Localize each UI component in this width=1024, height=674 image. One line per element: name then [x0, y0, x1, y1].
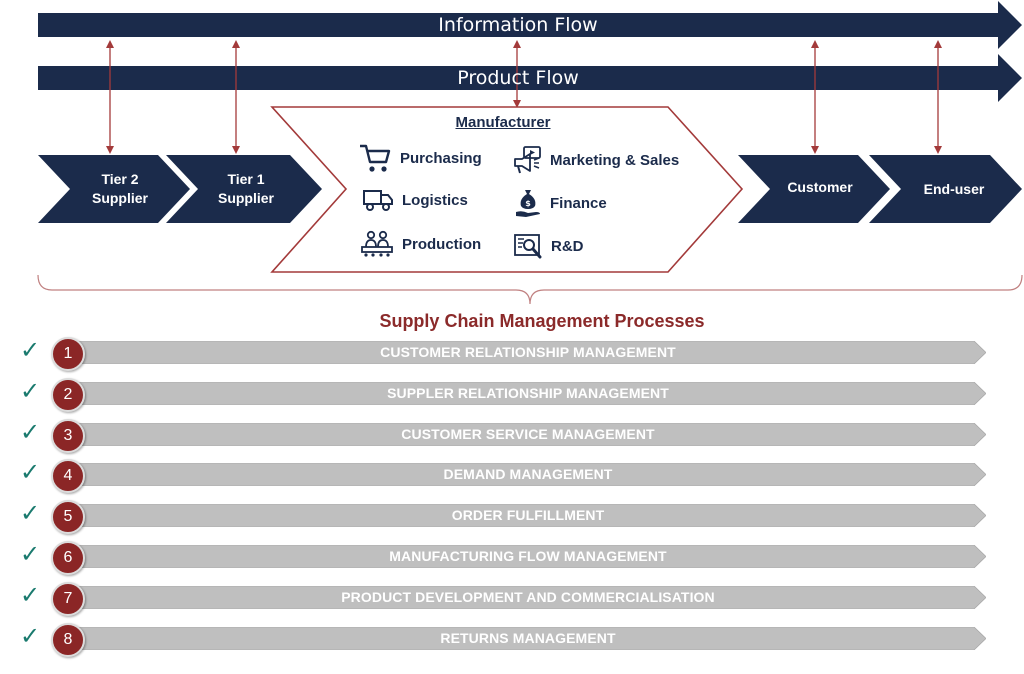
- end-user-chevron: [869, 155, 1022, 223]
- function-label: Purchasing: [400, 149, 482, 167]
- research-magnifier-icon: [514, 234, 542, 259]
- check-icon: ✓: [20, 500, 41, 528]
- check-icon: ✓: [20, 581, 41, 609]
- svg-text:$: $: [525, 199, 531, 208]
- process-bar: [70, 463, 986, 487]
- tier1-chevron: [166, 155, 322, 223]
- shopping-cart-icon: [360, 144, 391, 172]
- information-flow-arrow: [38, 1, 1022, 49]
- marketing-megaphone-icon: [514, 146, 541, 174]
- factory-workers-icon: [361, 230, 393, 257]
- process-row: ✓ DEMAND MANAGEMENT 4: [0, 458, 1024, 494]
- process-row: ✓ MANUFACTURING FLOW MANAGEMENT 6: [0, 540, 1024, 575]
- process-row: ✓ CUSTOMER RELATIONSHIP MANAGEMENT 1: [0, 336, 1024, 371]
- scm-processes-title: Supply Chain Management Processes: [379, 311, 705, 331]
- process-bar: [70, 341, 986, 364]
- tier2-supplier-label: Tier 2 Supplier: [91, 171, 148, 206]
- process-label: PRODUCT DEVELOPMENT AND COMMERCIALISATIO…: [341, 588, 715, 605]
- money-bag-hand-icon: $: [516, 190, 540, 217]
- function-label: R&D: [551, 237, 584, 255]
- manufacturer-title: Manufacturer: [455, 114, 551, 131]
- process-label: ORDER FULFILLMENT: [451, 507, 605, 524]
- delivery-truck-icon: [363, 190, 393, 211]
- function-rnd: R&D: [513, 232, 584, 260]
- process-label: SUPPLER RELATIONSHIP MANAGEMENT: [387, 384, 669, 401]
- function-logistics: Logistics: [362, 187, 468, 213]
- process-bar: [70, 545, 986, 568]
- check-icon: ✓: [20, 541, 41, 568]
- tier2-chevron: [38, 155, 190, 223]
- check-icon: ✓: [20, 337, 41, 364]
- process-bar: [70, 626, 986, 650]
- process-row: ✓ ORDER FULFILLMENT 5: [0, 499, 1024, 535]
- process-bar: [70, 504, 986, 528]
- check-icon: ✓: [20, 418, 41, 446]
- function-label: Logistics: [402, 191, 468, 209]
- product-flow-arrow: [38, 54, 1022, 102]
- process-label: CUSTOMER RELATIONSHIP MANAGEMENT: [380, 344, 676, 360]
- check-icon: ✓: [20, 377, 41, 405]
- function-finance: $ Finance: [514, 187, 607, 219]
- function-label: Finance: [550, 194, 607, 212]
- process-bar: [70, 422, 986, 446]
- process-number-badge: 2: [51, 377, 85, 412]
- tier1-supplier-label: Tier 1 Supplier: [217, 171, 274, 206]
- process-number-badge: 8: [51, 622, 85, 657]
- process-row: ✓ RETURNS MANAGEMENT 8: [0, 622, 1024, 657]
- information-flow-label: Information Flow: [438, 14, 598, 36]
- process-number-badge: 7: [51, 581, 85, 616]
- process-number-badge: 1: [51, 337, 85, 371]
- process-label: MANUFACTURING FLOW MANAGEMENT: [389, 548, 667, 564]
- process-row: ✓ SUPPLER RELATIONSHIP MANAGEMENT 2: [0, 377, 1024, 412]
- process-number-badge: 3: [51, 418, 85, 453]
- process-number-badge: 4: [51, 459, 85, 494]
- check-icon: ✓: [20, 622, 41, 650]
- check-icon: ✓: [20, 459, 41, 487]
- process-label: CUSTOMER SERVICE MANAGEMENT: [401, 425, 655, 442]
- end-user-label: End-user: [923, 180, 985, 197]
- process-row: ✓ CUSTOMER SERVICE MANAGEMENT 3: [0, 418, 1024, 453]
- process-bar: [70, 381, 986, 405]
- process-number-badge: 6: [51, 541, 85, 575]
- product-flow-label: Product Flow: [457, 67, 579, 89]
- process-row: ✓ PRODUCT DEVELOPMENT AND COMMERCIALISATI…: [0, 581, 1024, 616]
- process-number-badge: 5: [51, 500, 85, 535]
- process-label: RETURNS MANAGEMENT: [440, 629, 616, 646]
- process-label: DEMAND MANAGEMENT: [443, 466, 613, 483]
- manufacturer-chevron: [270, 106, 744, 273]
- function-purchasing: Purchasing: [358, 142, 482, 174]
- function-label: Marketing & Sales: [550, 151, 680, 169]
- function-label: Production: [402, 235, 482, 253]
- process-bar: [70, 585, 986, 609]
- customer-chevron: [738, 155, 890, 223]
- function-marketing-sales: Marketing & Sales: [512, 145, 679, 175]
- customer-label: Customer: [787, 178, 853, 195]
- function-production: Production: [360, 230, 481, 258]
- processes-brace: [37, 274, 1023, 305]
